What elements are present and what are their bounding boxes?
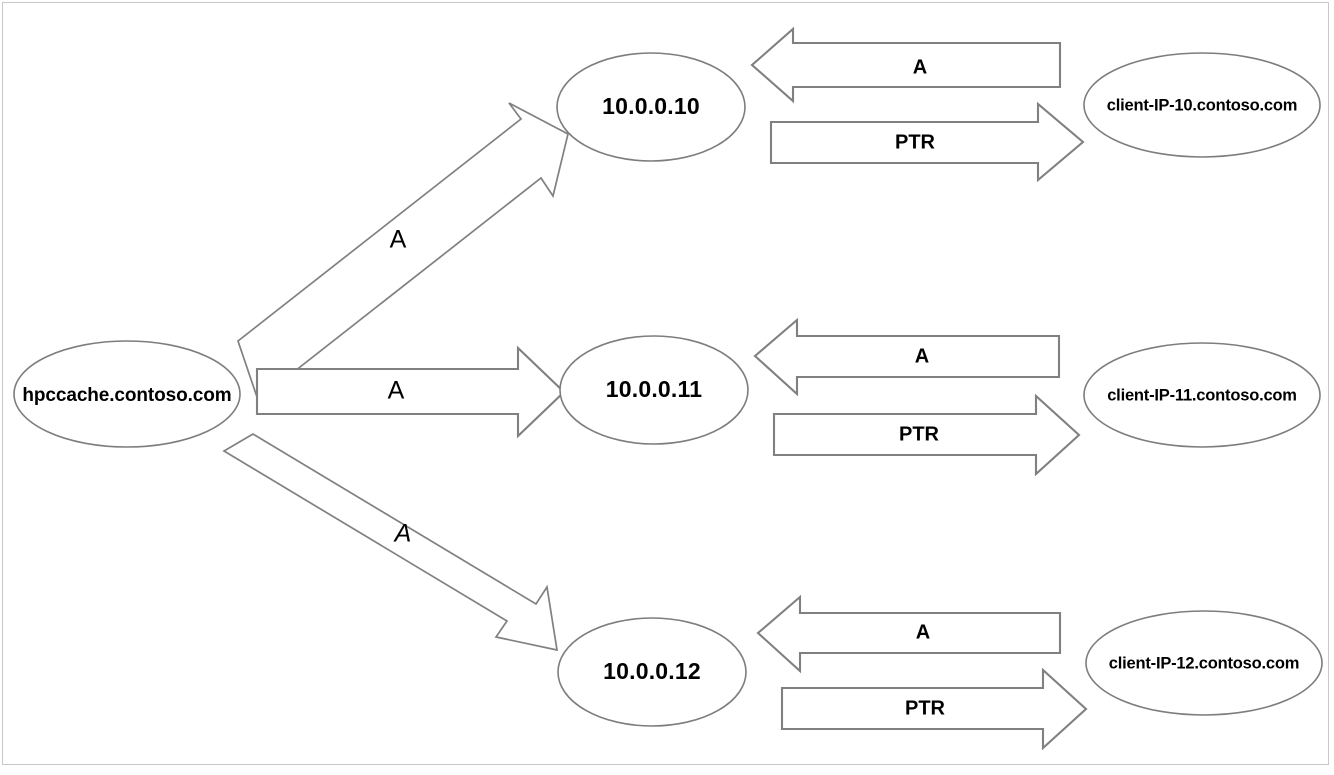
arrow-ip-to-client-1: PTR <box>772 393 1081 477</box>
ellipse-client-10 <box>1083 52 1321 158</box>
ellipse-ip-10 <box>556 52 746 162</box>
arrow-label-ptr-0: PTR <box>895 131 936 153</box>
node-label-client-10: client-IP-10.contoso.com <box>1107 96 1298 114</box>
node-ip-10[interactable]: 10.0.0.10 <box>556 52 746 162</box>
ellipse-hpccache <box>13 340 241 448</box>
node-label-hpccache: hpccache.contoso.com <box>22 385 231 406</box>
arrow-shape-a-left-2 <box>756 594 1062 674</box>
arrow-ip-to-client-2: PTR <box>780 667 1088 751</box>
arrow-label-ptr-2: PTR <box>905 697 946 719</box>
arrow-shape-ptr-right-0 <box>769 101 1085 183</box>
ellipse-client-12 <box>1085 610 1323 716</box>
arrow-label-client-a-1: A <box>915 345 929 367</box>
node-label-client-11: client-IP-11.contoso.com <box>1107 386 1297 404</box>
arrow-client-to-ip-0: A <box>750 26 1062 104</box>
arrow-shape-a-left-1 <box>753 317 1061 397</box>
arrow-shape-a-down <box>222 433 559 652</box>
arrow-shape-a-up <box>237 102 569 402</box>
arrow-cache-to-ip-1: A <box>255 345 566 439</box>
arrow-shape-a-right <box>255 345 566 439</box>
arrow-shape-a-left-0 <box>750 26 1062 104</box>
node-label-ip-11: 10.0.0.11 <box>606 376 702 402</box>
node-client-12[interactable]: client-IP-12.contoso.com <box>1085 610 1323 716</box>
arrow-label-a-2: A <box>393 520 412 548</box>
node-client-10[interactable]: client-IP-10.contoso.com <box>1083 52 1321 158</box>
node-label-ip-10: 10.0.0.10 <box>602 93 700 119</box>
ellipse-ip-12 <box>557 617 747 727</box>
ellipse-client-11 <box>1083 342 1321 448</box>
arrow-label-a-1: A <box>388 377 405 405</box>
node-ip-11[interactable]: 10.0.0.11 <box>559 335 749 445</box>
ellipse-ip-11 <box>559 335 749 445</box>
arrow-cache-to-ip-0: A <box>237 102 569 402</box>
arrow-client-to-ip-1: A <box>753 317 1061 397</box>
node-hpccache[interactable]: hpccache.contoso.com <box>13 340 241 448</box>
arrow-cache-to-ip-2: A <box>222 433 559 652</box>
arrow-label-a-0: A <box>390 226 407 254</box>
arrow-label-ptr-1: PTR <box>899 423 940 445</box>
arrow-ip-to-client-0: PTR <box>769 101 1085 183</box>
arrow-shape-ptr-right-2 <box>780 667 1088 751</box>
node-label-client-12: client-IP-12.contoso.com <box>1109 654 1300 672</box>
arrow-shape-ptr-right-1 <box>772 393 1081 477</box>
arrow-client-to-ip-2: A <box>756 594 1062 674</box>
node-label-ip-12: 10.0.0.12 <box>603 658 701 684</box>
node-client-11[interactable]: client-IP-11.contoso.com <box>1083 342 1321 448</box>
arrow-label-client-a-0: A <box>913 56 927 78</box>
arrow-label-client-a-2: A <box>916 621 930 643</box>
node-ip-12[interactable]: 10.0.0.12 <box>557 617 747 727</box>
